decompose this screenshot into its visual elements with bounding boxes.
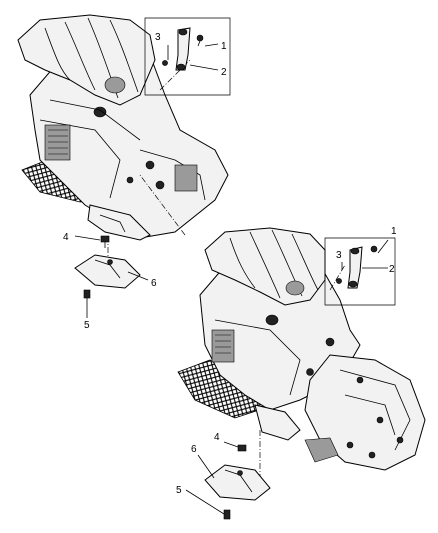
top-detail-frame: [144, 17, 231, 96]
bottom-bolt-part-5: [223, 509, 231, 520]
bottom-callout-4: 4: [214, 432, 220, 443]
top-bolt-part-3: [162, 60, 168, 66]
bottom-transmission: [304, 354, 426, 471]
top-mount-bracket-part-6: [74, 254, 141, 289]
top-bracket-part-2: [175, 27, 191, 71]
top-callout-2: 2: [221, 67, 227, 78]
bottom-callout-5: 5: [176, 485, 182, 496]
top-callout-4: 4: [63, 232, 69, 243]
bottom-callout-1: 1: [391, 226, 397, 237]
bottom-bracket-part-2: [347, 246, 363, 289]
bottom-callout-2: 2: [389, 264, 395, 275]
bottom-mount-bracket-part-6: [204, 464, 271, 501]
bottom-detail-leader-dashed: [329, 264, 346, 291]
top-engine-assembly: [17, 14, 231, 318]
bottom-bolt-part-3: [336, 278, 342, 284]
bottom-engine-assembly: [177, 227, 426, 520]
top-callout-3: 3: [155, 32, 161, 43]
top-bolt-part-1: [196, 34, 204, 47]
bottom-bolt-part-4: [237, 444, 247, 452]
bottom-detail-frame: [324, 237, 396, 306]
top-callout-6: 6: [151, 278, 157, 289]
top-bolt-part-4: [100, 235, 110, 248]
bottom-bolt-part-1: [370, 245, 378, 253]
top-callout-1: 1: [221, 41, 227, 52]
bottom-callout-6: 6: [191, 444, 197, 455]
top-callout-5: 5: [84, 320, 90, 331]
top-bolt-part-5: [83, 289, 91, 299]
bottom-callout-3: 3: [336, 250, 342, 261]
